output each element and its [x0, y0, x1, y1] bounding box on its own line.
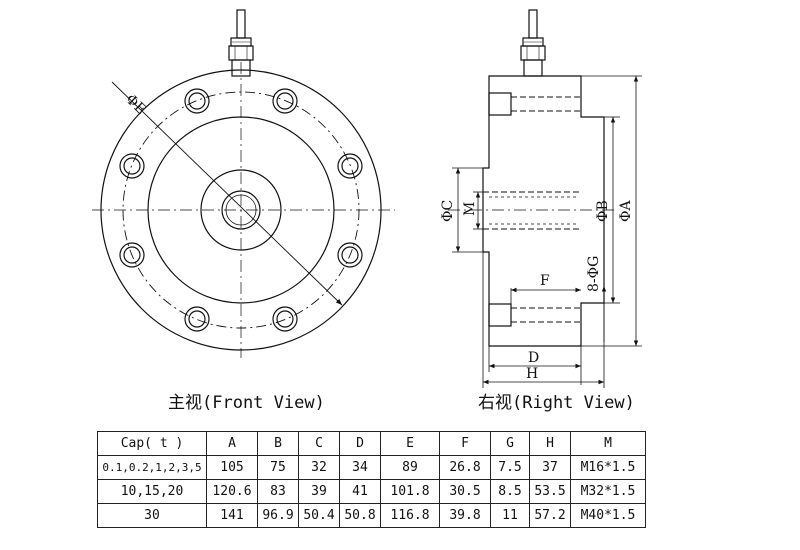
front-dim-e-line — [111, 81, 343, 306]
right-top-bolt-hole — [488, 92, 581, 116]
right-view-caption: 右视(Right View) — [478, 393, 635, 413]
table-cell: 11 — [490, 503, 530, 528]
table-cell: 37 — [529, 455, 571, 480]
table-cell: 116.8 — [380, 503, 440, 528]
table-cell: 75 — [257, 455, 299, 480]
technical-drawing: ΦE — [92, 9, 642, 388]
right-dim-d-label: D — [528, 350, 539, 366]
table-cell: 89 — [380, 455, 440, 480]
front-view-caption: 主视(Front View) — [168, 393, 325, 413]
right-dimensions — [452, 75, 642, 388]
front-cable — [228, 9, 254, 77]
table-cell: 0.1,0.2,1,2,3,5 — [97, 455, 207, 480]
table-cell: 101.8 — [380, 479, 440, 504]
right-center-bore — [483, 191, 581, 230]
table-cell: 10,15,20 — [97, 479, 207, 504]
table-cell: M32*1.5 — [570, 479, 646, 504]
table-row: 10,15,20 120.6 83 39 41 101.8 30.5 8.5 5… — [97, 479, 646, 504]
table-cell: 30.5 — [439, 479, 491, 504]
table-cell: M16*1.5 — [570, 455, 646, 480]
front-bore-circle — [221, 190, 261, 230]
table-row: 0.1,0.2,1,2,3,5 105 75 32 34 89 26.8 7.5… — [97, 455, 646, 480]
table-header-cell: G — [490, 431, 530, 456]
right-dim-a-label: ΦA — [618, 200, 634, 222]
table-cell: 8.5 — [490, 479, 530, 504]
table-header-cell: B — [257, 431, 299, 456]
front-centerlines — [92, 62, 395, 358]
table-cell: 53.5 — [529, 479, 571, 504]
right-dim-f-label: F — [540, 273, 550, 289]
table-cell: 83 — [257, 479, 299, 504]
table-cell: 96.9 — [257, 503, 299, 528]
table-cell: 50.8 — [339, 503, 381, 528]
right-dim-c-label: ΦC — [440, 200, 456, 222]
table-cell: 39.8 — [439, 503, 491, 528]
table-header-row: Cap( t ) A B C D E F G H M — [97, 431, 646, 456]
right-dim-g-label: 8-ΦG — [586, 256, 602, 292]
table-header-cell: H — [529, 431, 571, 456]
right-dim-m-label: M — [462, 202, 478, 216]
right-body-outline — [482, 75, 605, 347]
front-bolt-holes — [119, 88, 363, 332]
table-header-cell: E — [380, 431, 440, 456]
right-dim-h-label: H — [526, 366, 538, 382]
table-cell: 32 — [298, 455, 340, 480]
table-cell: 39 — [298, 479, 340, 504]
table-cell: 141 — [206, 503, 258, 528]
table-cell: 120.6 — [206, 479, 258, 504]
right-view — [448, 9, 642, 388]
right-dim-b-label: ΦB — [595, 200, 611, 222]
right-cable — [520, 9, 546, 77]
front-view — [92, 9, 395, 358]
table-header-cell: D — [339, 431, 381, 456]
table-cell: 7.5 — [490, 455, 530, 480]
right-bottom-bolt-hole — [488, 303, 581, 327]
table-cell: 41 — [339, 479, 381, 504]
table-header-cell: C — [298, 431, 340, 456]
table-header-cell: A — [206, 431, 258, 456]
table-header-cell: Cap( t ) — [97, 431, 207, 456]
spec-table: Cap( t ) A B C D E F G H M 0.1,0.2,1,2,3… — [97, 431, 646, 528]
table-cell: 105 — [206, 455, 258, 480]
table-cell: M40*1.5 — [570, 503, 646, 528]
table-row: 30 141 96.9 50.4 50.8 116.8 39.8 11 57.2… — [97, 503, 646, 528]
table-cell: 26.8 — [439, 455, 491, 480]
table-cell: 50.4 — [298, 503, 340, 528]
table-cell: 34 — [339, 455, 381, 480]
table-header-cell: M — [570, 431, 646, 456]
table-cell: 30 — [97, 503, 207, 528]
table-cell: 57.2 — [529, 503, 571, 528]
table-header-cell: F — [439, 431, 491, 456]
